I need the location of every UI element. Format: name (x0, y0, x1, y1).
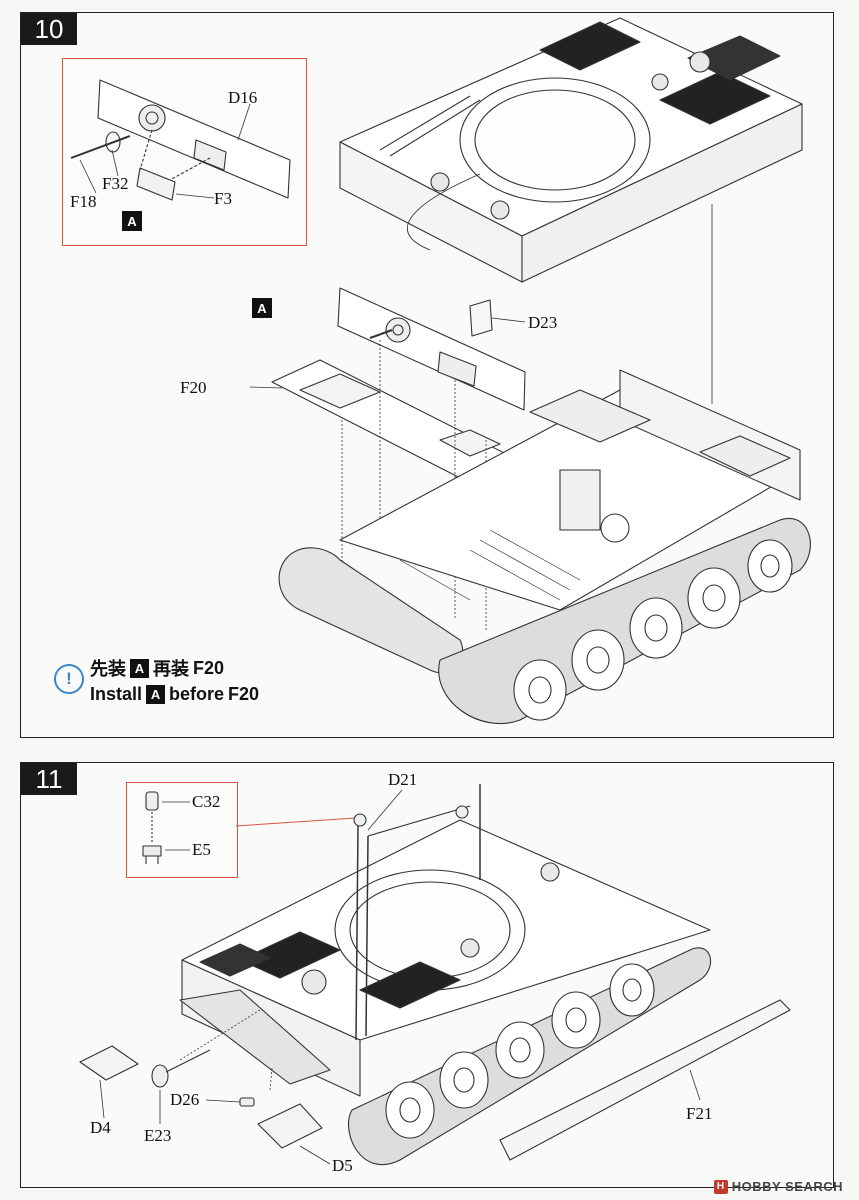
label-e5: E5 (192, 840, 211, 859)
note-chinese: 先装 A 再装 F20 (90, 655, 224, 681)
step-10-number: 10 (21, 13, 77, 45)
note-en-a-badge: A (146, 685, 166, 704)
note-en-mid: before (169, 684, 225, 704)
note-cn-mid: 再装 (153, 659, 189, 679)
note-english: Install A before F20 (90, 684, 259, 705)
label-f32: F32 (102, 174, 129, 193)
note-cn-prefix: 先装 (90, 659, 126, 679)
label-d23: D23 (528, 313, 558, 332)
step-11-inset (126, 782, 238, 878)
warning-icon: ! (54, 664, 84, 694)
inset-plate-drawing (70, 79, 291, 201)
hobby-search-watermark: H HOBBY SEARCH (713, 1179, 843, 1194)
hull-top-drawing (339, 17, 803, 283)
label-c32: C32 (192, 792, 221, 811)
front-plate-drawing (337, 287, 526, 411)
label-f18: F18 (70, 192, 97, 211)
label-d4: D4 (90, 1118, 111, 1137)
label-f20: F20 (180, 378, 207, 397)
label-f3: F3 (214, 189, 232, 208)
note-cn-part: F20 (193, 657, 225, 678)
watermark-text: HOBBY SEARCH (731, 1179, 843, 1194)
label-d21: D21 (388, 770, 418, 789)
note-en-prefix: Install (90, 684, 143, 704)
label-d5: D5 (332, 1156, 353, 1175)
label-f21: F21 (686, 1104, 713, 1123)
note-en-part: F20 (228, 684, 260, 704)
hobby-search-logo-icon: H (713, 1179, 728, 1194)
step-11-number: 11 (21, 763, 77, 795)
note-cn-a-badge: A (130, 658, 149, 678)
label-d16: D16 (228, 88, 258, 107)
inset-a-badge: A (122, 211, 142, 231)
label-d26: D26 (170, 1090, 200, 1109)
inset-11-parts-drawing (142, 791, 190, 864)
subassembly-a-badge: A (252, 298, 272, 318)
tank-drawing (79, 784, 791, 1166)
label-e23: E23 (144, 1126, 172, 1145)
chassis-drawing (278, 369, 811, 725)
